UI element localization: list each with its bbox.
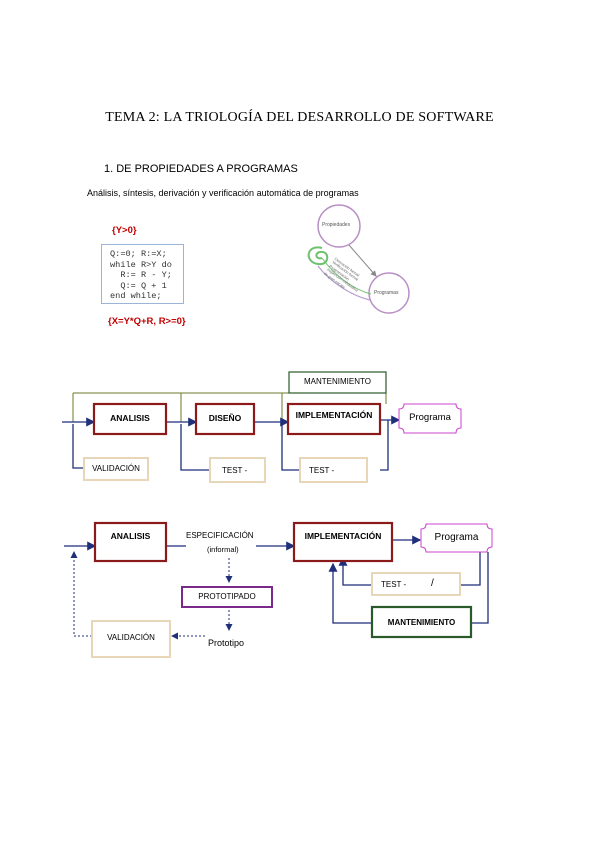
validacion2-label: VALIDACIÓN — [107, 633, 155, 642]
prototipo-label: Prototipo — [208, 638, 245, 648]
code-line: while R>Y do — [110, 259, 172, 270]
code-line: end while; — [110, 291, 162, 301]
spiral-labels: Derivación formal Verificación formal Pr… — [323, 257, 366, 297]
analisis2-box — [93, 521, 168, 563]
implementacion-label: IMPLEMENTACIÓN — [295, 410, 373, 420]
mantenimiento2-label: MANTENIMIENTO — [387, 618, 456, 627]
analisis2-label: ANALISIS — [110, 531, 151, 541]
implementacion2-box — [292, 521, 394, 563]
test1-label: TEST - — [222, 466, 248, 475]
postcondition: {X=Y*Q+R, R>=0} — [108, 316, 186, 327]
implementacion2-label: IMPLEMENTACIÓN — [304, 531, 382, 541]
propiedades-label: Propiedades — [322, 222, 351, 228]
code-line: Q:=0; R:=X; — [110, 249, 167, 259]
diagram2-lines — [64, 535, 489, 624]
validacion-label: VALIDACIÓN — [92, 464, 140, 473]
spiral-icon — [307, 246, 329, 266]
test2-label: TEST - — [309, 466, 335, 475]
navy-flow-lines — [62, 415, 401, 471]
programa-label: Programa — [409, 412, 451, 423]
code-line: R:= R - Y; — [110, 270, 172, 280]
test3-label: TEST - — [381, 580, 407, 589]
section-subtitle: Análisis, síntesis, derivación y verific… — [87, 188, 359, 198]
code-line: Q:= Q + 1 — [110, 280, 167, 291]
programa2-label: Programa — [434, 532, 479, 543]
section-heading: 1. DE PROPIEDADES A PROGRAMAS — [104, 163, 298, 175]
precondition: {Y>0} — [112, 225, 137, 236]
document-title: TEMA 2: LA TRIOLOGÍA DEL DESARROLLO DE S… — [105, 110, 494, 125]
code-block: Q:=0; R:=X;while R>Y do R:= R - Y; Q:= Q… — [101, 244, 184, 304]
informal-label: (informal) — [207, 545, 239, 554]
analisis-label: ANALISIS — [110, 413, 150, 423]
prototipado-label: PROTOTIPADO — [198, 592, 256, 601]
programas-label: Programas — [374, 290, 399, 296]
especificacion-label: ESPECIFICACIÓN — [186, 531, 254, 540]
mantenimiento-label: MANTENIMIENTO — [304, 377, 371, 386]
diseno-label: DISEÑO — [208, 413, 242, 423]
test3-slash: / — [431, 578, 434, 589]
